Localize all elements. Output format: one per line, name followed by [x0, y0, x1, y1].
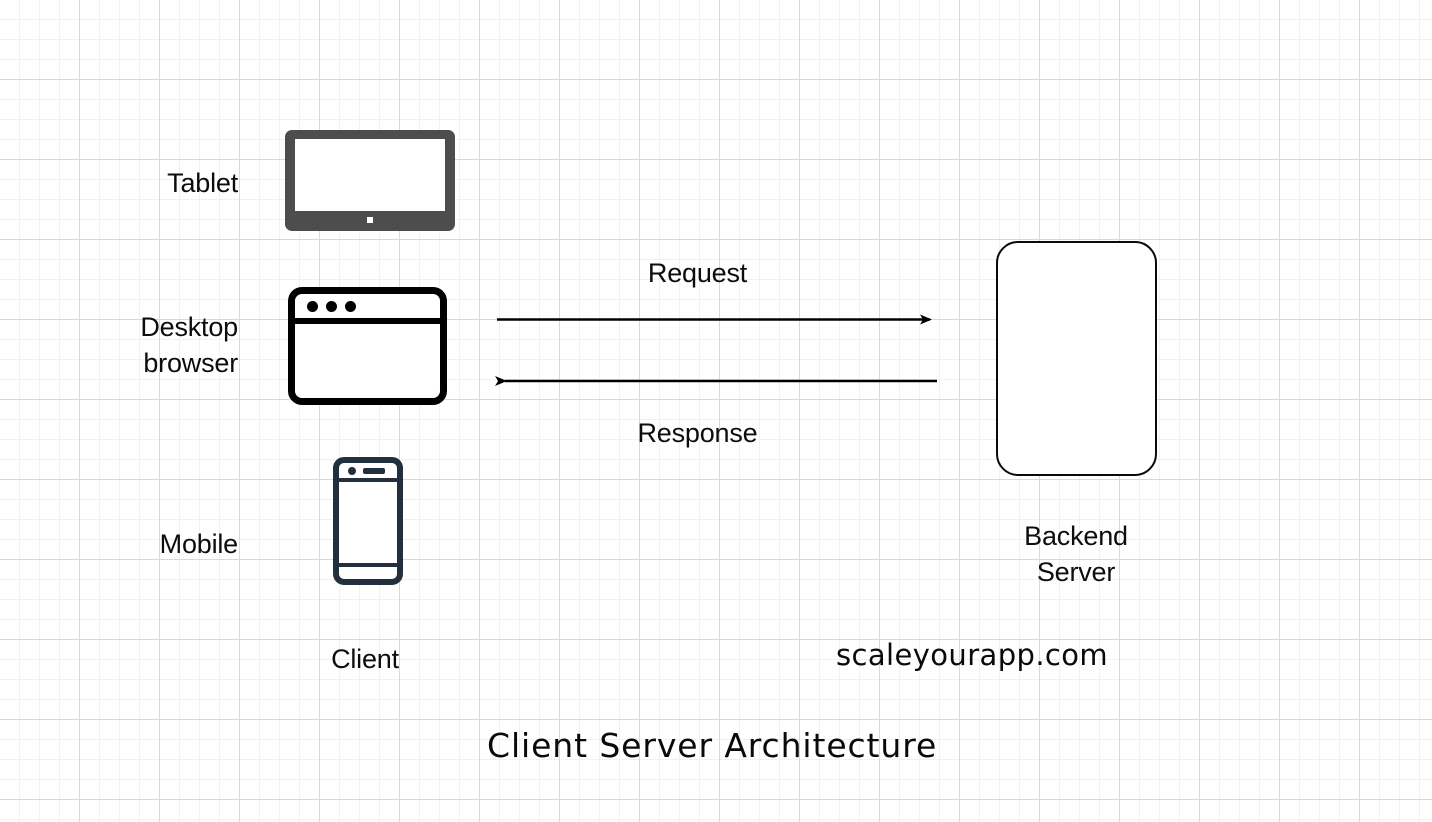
mobile-earpiece-area [339, 463, 397, 482]
mobile-phone-icon [333, 457, 403, 585]
browser-traffic-lights [307, 301, 356, 312]
backend-server-box [996, 241, 1157, 476]
browser-dot-icon [345, 301, 356, 312]
tablet-label: Tablet [167, 168, 238, 198]
tablet-home-button-icon [367, 217, 373, 223]
watermark-text: scaleyourapp.com [836, 638, 1109, 672]
diagram-title: Client Server Architecture [487, 726, 938, 765]
response-label: Response [637, 418, 758, 448]
client-group-label: Client [331, 644, 399, 674]
browser-window-icon [288, 287, 447, 405]
mobile-home-bar [339, 563, 397, 579]
tablet-icon [285, 130, 455, 231]
tablet-screen [295, 139, 445, 211]
mobile-speaker-icon [363, 468, 385, 474]
browser-title-bar [295, 294, 440, 324]
request-label: Request [647, 258, 748, 288]
mobile-camera-icon [348, 467, 356, 475]
browser-dot-icon [326, 301, 337, 312]
browser-dot-icon [307, 301, 318, 312]
mobile-label: Mobile [159, 529, 239, 559]
backend-server-label: Backend Server [1024, 521, 1128, 587]
desktop-browser-label: Desktop browser [140, 312, 238, 378]
